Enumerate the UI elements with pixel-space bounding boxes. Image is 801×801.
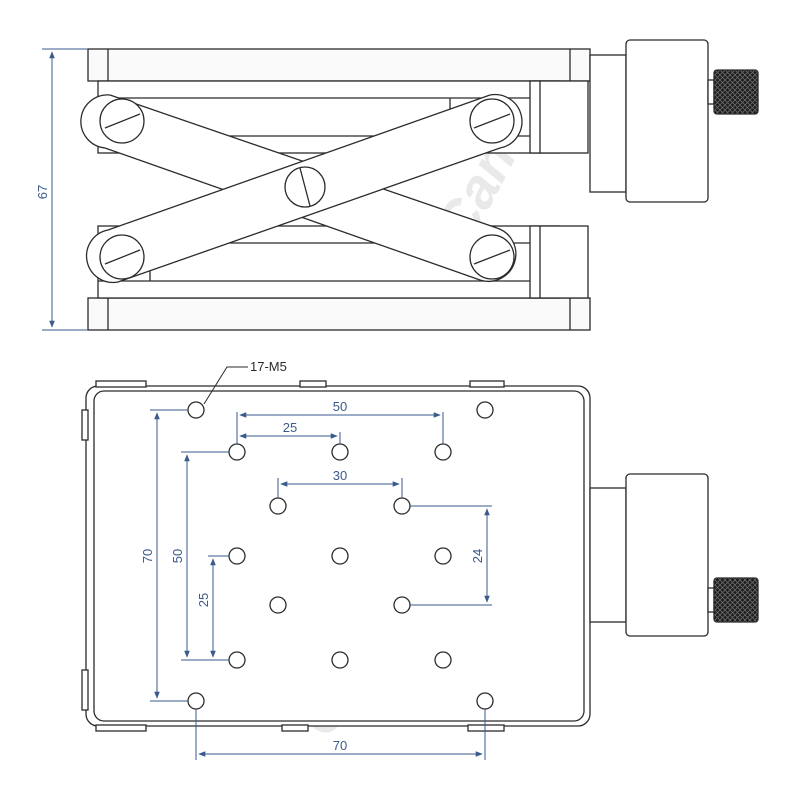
hole [187, 692, 205, 710]
hole-callout-label: 17-M5 [250, 359, 287, 374]
top-view [81, 380, 759, 732]
dim-left-25-label: 25 [196, 593, 211, 607]
side-bearing-block [589, 54, 627, 193]
hole [187, 401, 205, 419]
side-bottom-plate [87, 297, 591, 331]
top-view-dimensions [150, 409, 492, 760]
side-top-plate [87, 48, 591, 82]
side-view [80, 39, 759, 331]
top-knurled-thumbscrew [713, 577, 759, 623]
dim-top-50-label: 50 [333, 399, 347, 414]
dim-height-67-label: 67 [35, 185, 50, 199]
hole [393, 596, 411, 614]
hole [228, 443, 246, 461]
hole [476, 401, 494, 419]
hole [434, 443, 452, 461]
hole [331, 651, 349, 669]
pivot-screw-top-right [469, 98, 515, 144]
hole [393, 497, 411, 515]
hole [434, 651, 452, 669]
hole [228, 547, 246, 565]
dim-height-67 [42, 48, 88, 331]
pivot-screw-bottom-left [99, 234, 145, 280]
hole [434, 547, 452, 565]
dim-bottom-70-label: 70 [333, 738, 347, 753]
pivot-screw-bottom-right [469, 234, 515, 280]
side-knurled-thumbscrew [713, 69, 759, 115]
hole [269, 497, 287, 515]
mounting-holes [187, 401, 494, 710]
side-adjust-knob [625, 39, 709, 203]
hole [476, 692, 494, 710]
dim-right-24-label: 24 [470, 549, 485, 563]
hole-callout-leader [203, 366, 248, 405]
hole [331, 547, 349, 565]
dim-left-50-label: 50 [170, 549, 185, 563]
top-adjust-knob [625, 473, 709, 637]
dim-left-70-label: 70 [140, 549, 155, 563]
pivot-screw-top-left [99, 98, 145, 144]
hole [228, 651, 246, 669]
dim-mid-30-label: 30 [333, 468, 347, 483]
pivot-screw-center [284, 166, 326, 208]
hole [269, 596, 287, 614]
hole [331, 443, 349, 461]
top-bearing-block [589, 487, 627, 623]
dim-top-25-label: 25 [283, 420, 297, 435]
